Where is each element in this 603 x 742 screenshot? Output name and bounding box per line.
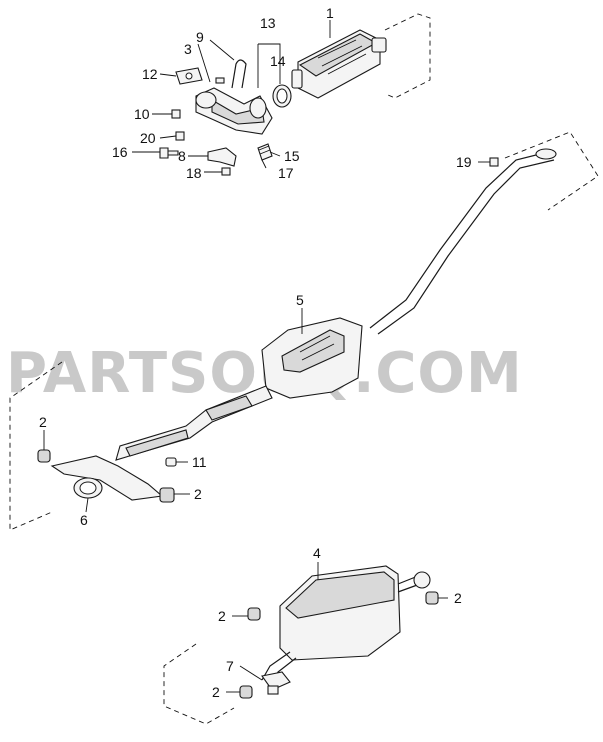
rubber-hanger-2c[interactable] (247, 607, 261, 621)
bracket-8[interactable] (207, 147, 237, 167)
callout-3: 3 (184, 41, 192, 57)
gasket-14[interactable] (272, 84, 292, 108)
callout-2b: 2 (194, 486, 202, 502)
catalytic-converter[interactable] (291, 29, 387, 99)
callout-12: 12 (142, 66, 158, 82)
callout-16: 16 (112, 144, 128, 160)
nut-19[interactable] (489, 157, 499, 167)
intermediate-pipe[interactable] (115, 385, 273, 461)
callout-10: 10 (134, 106, 150, 122)
hanger-bracket-7[interactable] (261, 671, 291, 695)
manifold-gasket-12[interactable] (175, 67, 203, 85)
callout-2d: 2 (454, 590, 462, 606)
bolt-16[interactable] (159, 147, 179, 159)
callout-17: 17 (278, 165, 294, 181)
stud-3[interactable] (215, 77, 225, 84)
callout-6: 6 (80, 512, 88, 528)
callout-14: 14 (270, 53, 286, 69)
assembly-outline-muffler (163, 643, 235, 725)
bolt-20[interactable] (175, 131, 185, 141)
callout-2e: 2 (212, 684, 220, 700)
exhaust-manifold[interactable] (195, 87, 273, 135)
assembly-outline-catalytic (384, 13, 431, 99)
hanger-rod-9[interactable] (231, 59, 247, 89)
callout-11: 11 (192, 454, 207, 470)
rubber-hanger-2b[interactable] (159, 487, 175, 503)
callout-18: 18 (186, 165, 202, 181)
callout-15: 15 (284, 148, 300, 164)
callout-5: 5 (296, 292, 304, 308)
callout-20: 20 (140, 130, 156, 146)
callout-19: 19 (456, 154, 472, 170)
front-pipe[interactable] (369, 148, 557, 335)
nut-10[interactable] (171, 109, 181, 119)
rubber-hanger-2e[interactable] (239, 685, 253, 699)
center-muffler-5[interactable] (261, 317, 363, 399)
rubber-hanger-2d[interactable] (425, 591, 439, 605)
callout-2c: 2 (218, 608, 226, 624)
callout-4: 4 (313, 545, 321, 561)
callout-1: 1 (326, 5, 334, 21)
assembly-outline-front-pipe (504, 131, 599, 211)
callout-13: 13 (260, 15, 276, 31)
callout-8: 8 (178, 148, 186, 164)
main-muffler-4[interactable] (261, 565, 431, 685)
spring-bolt-15-17[interactable] (257, 143, 273, 161)
leader-lines (43, 20, 490, 693)
callout-9: 9 (196, 29, 204, 45)
clip-11[interactable] (165, 457, 177, 467)
nut-18[interactable] (221, 167, 231, 176)
assembly-outline-center (9, 361, 63, 531)
rubber-hanger-2a[interactable] (37, 449, 51, 463)
callout-2a: 2 (39, 414, 47, 430)
flange-6[interactable] (50, 455, 164, 501)
callout-7: 7 (226, 658, 234, 674)
